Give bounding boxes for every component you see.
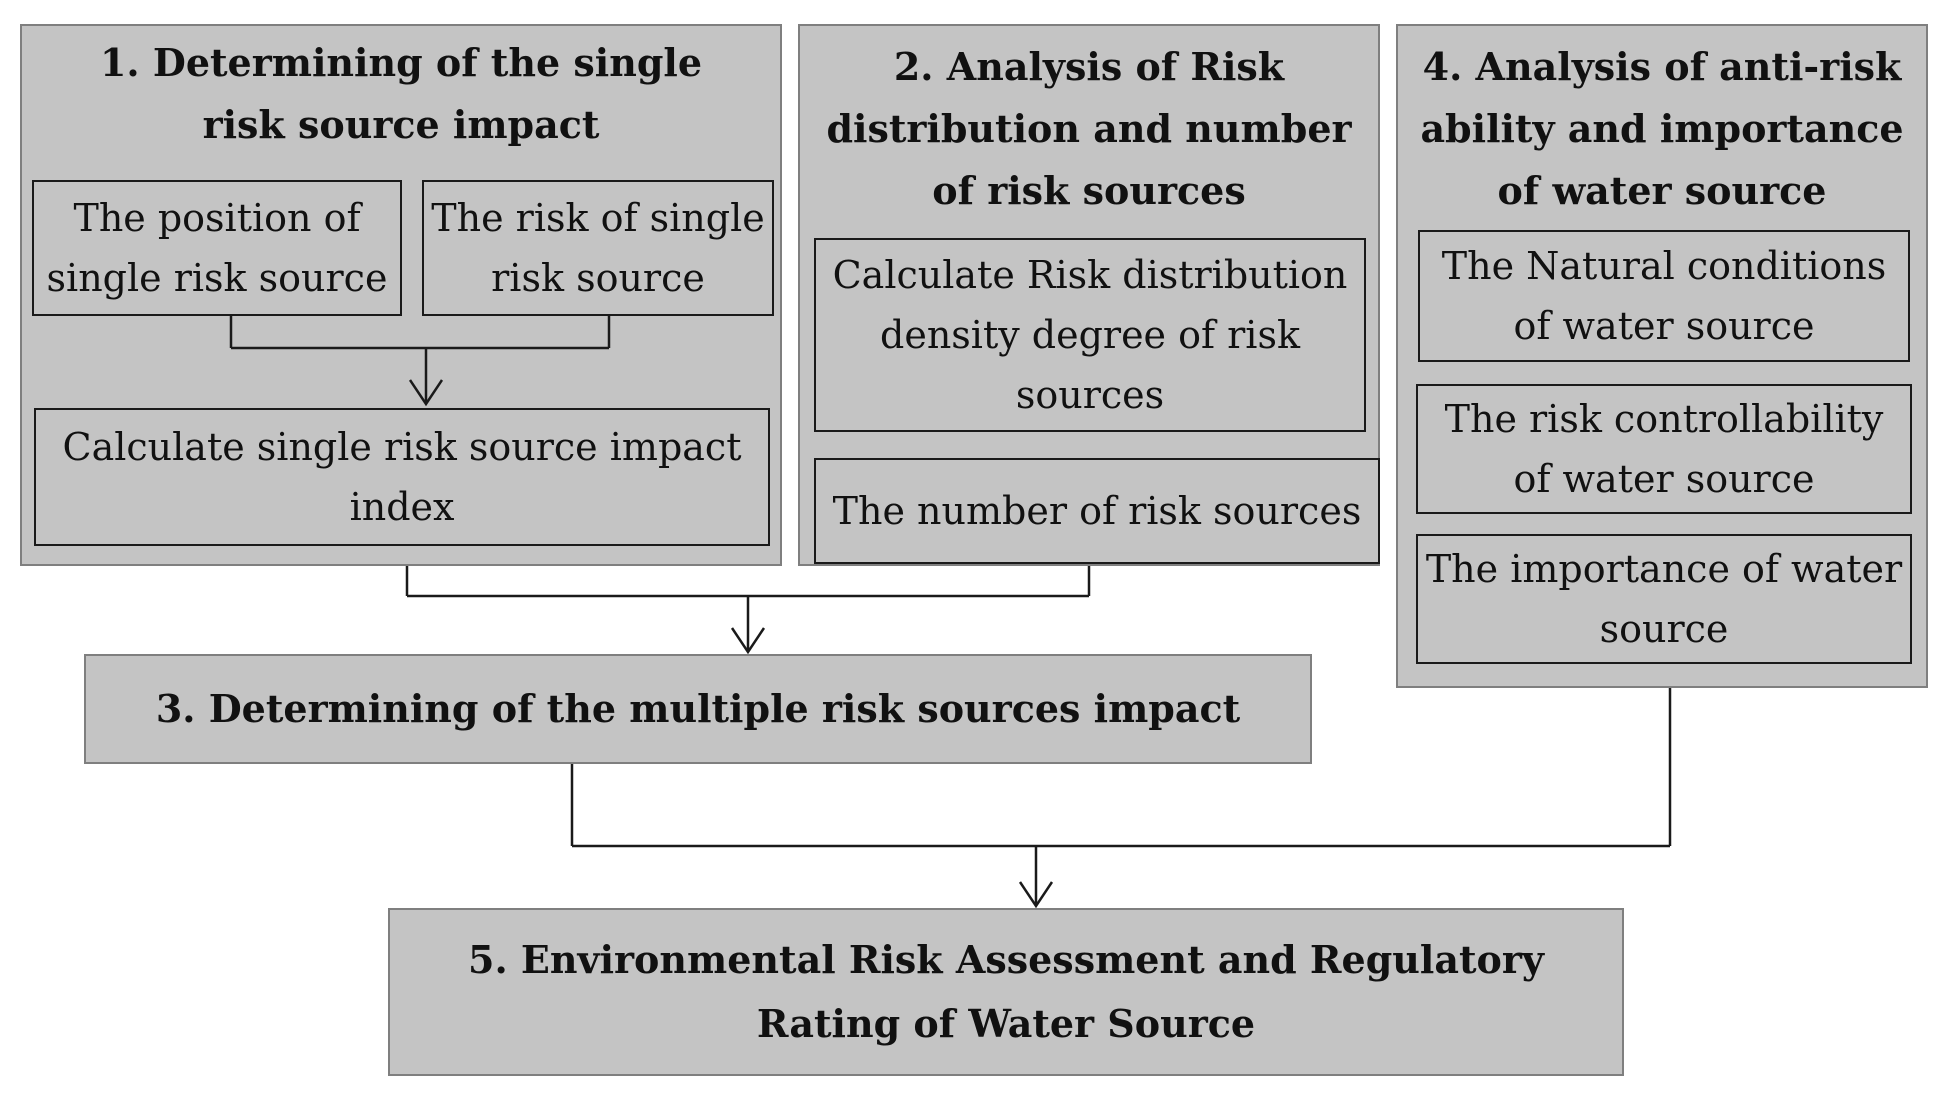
risk-density-box: Calculate Risk distribution density degr… [814,238,1366,432]
step-1-title: 1. Determining of the single risk source… [99,40,703,147]
risk-number-box: The number of risk sources [814,458,1380,564]
arrowhead-impact [408,379,444,407]
natural-conditions-box: The Natural conditions of water source [1418,230,1910,362]
step-3-box: 3. Determining of the multiple risk sour… [84,654,1312,764]
single-risk-position-box: The position of single risk source [32,180,402,316]
step-5-box: 5. Environmental Risk Assessment and Reg… [388,908,1624,1076]
water-importance-box: The importance of water source [1416,534,1912,664]
step-4-panel: 4. Analysis of anti-risk ability and imp… [1396,24,1928,688]
step-4-title: 4. Analysis of anti-risk ability and imp… [1420,44,1904,213]
step-1-panel: 1. Determining of the single risk source… [20,24,782,566]
single-risk-impact-index-box: Calculate single risk source impact inde… [34,408,770,546]
single-risk-risk-box: The risk of single risk source [422,180,774,316]
step-2-panel: 2. Analysis of Risk distribution and num… [798,24,1380,566]
arrowhead-box3 [730,627,766,655]
arrowhead-box5 [1018,881,1054,909]
step-2-title: 2. Analysis of Risk distribution and num… [826,44,1352,213]
risk-controllability-box: The risk controllability of water source [1416,384,1912,514]
